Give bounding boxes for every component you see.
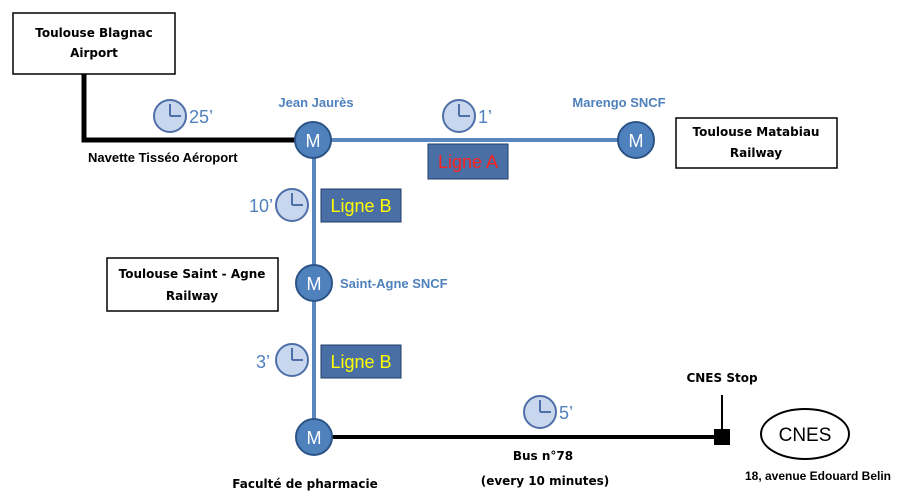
clock-icon xyxy=(442,99,476,133)
clock-icon xyxy=(153,99,187,133)
cnes-stop-label: CNES Stop xyxy=(686,371,757,385)
saint-agne-box-line1: Toulouse Saint - Agne xyxy=(119,267,266,281)
metro-station-icon: M xyxy=(307,428,322,448)
matabiau-box: Toulouse Matabiau Railway xyxy=(675,117,838,169)
ligne-b-badge-lower: Ligne B xyxy=(320,344,402,379)
saint-agne-box-line2: Railway xyxy=(166,289,218,303)
bus-frequency-label: (every 10 minutes) xyxy=(481,474,610,488)
saint-agne-box: Toulouse Saint - Agne Railway xyxy=(106,257,279,312)
time-navette: 25’ xyxy=(189,107,213,127)
ligne-b-label-upper: Ligne B xyxy=(330,196,391,216)
airport-box: Toulouse Blagnac Airport xyxy=(12,12,176,75)
cnes-label: CNES xyxy=(779,425,832,446)
clock-icon xyxy=(523,395,557,429)
metro-station-saint-agne: M xyxy=(295,264,333,302)
matabiau-box-line1: Toulouse Matabiau xyxy=(693,125,820,139)
navette-line xyxy=(81,74,313,143)
station-label-marengo: Marengo SNCF xyxy=(572,95,665,110)
clock-icon xyxy=(275,188,309,222)
bus-label: Bus n°78 xyxy=(513,449,573,463)
ligne-b-badge-upper: Ligne B xyxy=(320,188,402,223)
station-label-saint-agne: Saint-Agne SNCF xyxy=(340,276,448,291)
time-ligne-b-upper: 10’ xyxy=(249,196,273,216)
cnes-stop-marker xyxy=(714,429,730,445)
ligne-a-label: Ligne A xyxy=(438,152,498,172)
station-label-faculte: Faculté de pharmacie xyxy=(232,477,377,491)
metro-station-icon: M xyxy=(306,131,321,151)
metro-station-icon: M xyxy=(307,274,322,294)
metro-station-jean-jaures: M xyxy=(294,121,332,159)
metro-station-icon: M xyxy=(629,131,644,151)
metro-station-faculte: M xyxy=(295,418,333,456)
ligne-b-label-lower: Ligne B xyxy=(330,352,391,372)
metro-station-marengo: M xyxy=(617,121,655,159)
matabiau-box-line2: Railway xyxy=(730,146,782,160)
time-bus: 5’ xyxy=(559,403,573,423)
airport-box-line2: Airport xyxy=(70,46,118,60)
ligne-a-badge: Ligne A xyxy=(427,143,509,180)
station-label-jean-jaures: Jean Jaurès xyxy=(278,95,353,110)
time-ligne-b-lower: 3’ xyxy=(256,352,270,372)
airport-box-line1: Toulouse Blagnac xyxy=(35,26,152,40)
time-ligne-a: 1’ xyxy=(478,107,492,127)
cnes-address-label: 18, avenue Edouard Belin xyxy=(745,469,891,483)
navette-label: Navette Tisséo Aéroport xyxy=(88,150,238,165)
clock-icon xyxy=(275,343,309,377)
cnes-oval: CNES xyxy=(760,408,850,460)
